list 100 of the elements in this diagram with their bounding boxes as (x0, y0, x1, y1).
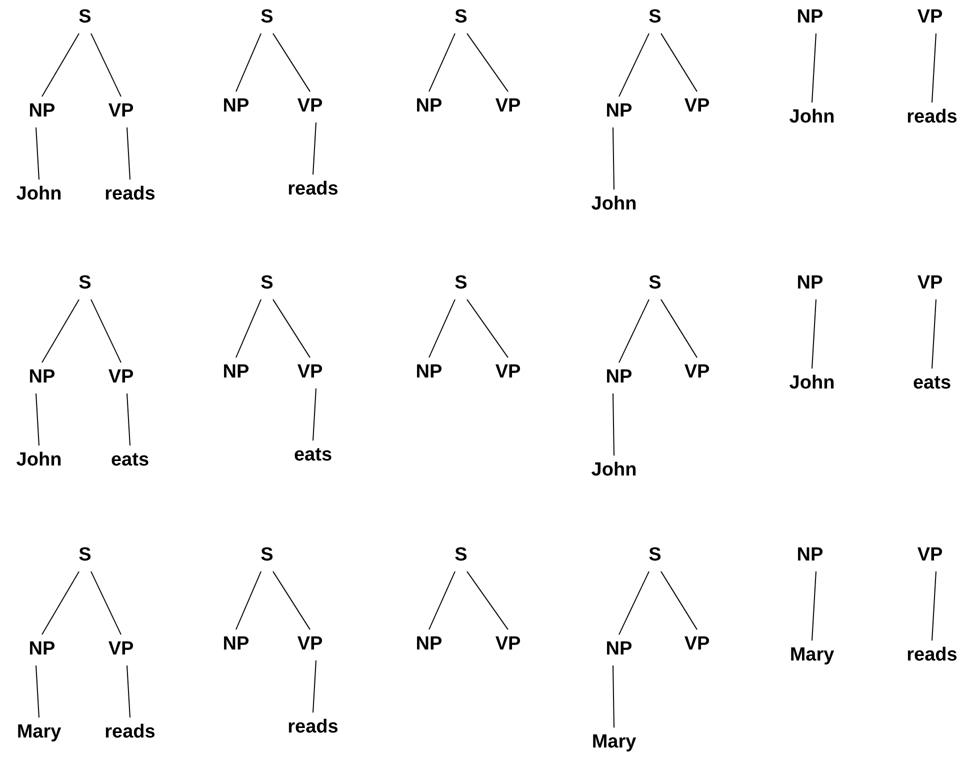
tree-node-label: reads (104, 184, 156, 206)
tree-branch-line (466, 32, 508, 92)
tree-node-label: John (789, 108, 835, 128)
tree-branch-line (618, 298, 650, 364)
tree-node-label: S (454, 546, 468, 566)
tree-branch-line (612, 392, 614, 456)
tree-node-label: VP (684, 96, 710, 118)
tree-node-label: eats (294, 446, 332, 466)
tree-branch-line (312, 122, 316, 176)
tree-node-label: VP (297, 634, 323, 656)
tree-branch-line (428, 570, 456, 630)
tree-branch-line (272, 32, 310, 92)
tree-node-label: NP (28, 368, 56, 388)
tree-node-label: VP (108, 102, 134, 122)
tree-node-label: reads (288, 180, 338, 200)
tree-node-label: NP (222, 96, 250, 118)
tree-node-label: VP (495, 634, 521, 656)
tree-branch-line (612, 664, 614, 728)
tree-branch-line (812, 32, 816, 104)
tree-branch-line (932, 32, 936, 104)
tree-branch-line (272, 298, 310, 358)
tree-branch-line (236, 32, 262, 92)
tree-branch-line (660, 32, 698, 92)
tree-node-label: S (78, 274, 92, 294)
tree-node-label: John (16, 184, 62, 206)
tree-node-label: S (260, 8, 274, 28)
tree-node-label: VP (917, 8, 943, 28)
tree-branch-line (428, 298, 456, 358)
tree-branch-line (612, 126, 614, 190)
tree-node-label: VP (297, 362, 323, 384)
tree-node-label: VP (917, 274, 943, 294)
tree-branch-line (618, 32, 650, 98)
tree-branch-line (272, 570, 310, 630)
tree-branch-line (90, 570, 122, 636)
tree-node-label: NP (28, 102, 56, 122)
tree-node-label: John (591, 460, 637, 482)
tree-branch-line (932, 298, 936, 370)
tree-node-label: S (454, 8, 468, 28)
tree-branch-line (312, 660, 316, 714)
tree-branch-line (236, 298, 262, 358)
tree-branch-line (660, 298, 698, 358)
tree-node-label: NP (796, 8, 824, 28)
tree-branch-line (932, 570, 936, 642)
tree-branch-line (90, 32, 122, 98)
tree-node-label: John (591, 194, 637, 216)
tree-node-label: Mary (16, 722, 62, 744)
tree-node-label: VP (917, 546, 943, 566)
tree-branch-line (126, 392, 130, 446)
tree-node-label: NP (796, 274, 824, 294)
tree-branch-line (466, 298, 508, 358)
tree-node-label: eats (912, 374, 952, 394)
tree-branch-line (236, 570, 262, 630)
tree-node-label: VP (495, 96, 521, 118)
tree-branch-line (812, 298, 816, 370)
tree-node-label: reads (906, 646, 958, 666)
tree-node-label: S (78, 546, 92, 566)
tree-node-label: NP (606, 368, 632, 388)
tree-branch-line (42, 298, 80, 364)
tree-node-label: S (648, 274, 662, 294)
tree-node-label: reads (906, 108, 958, 128)
tree-branch-line (42, 570, 80, 636)
tree-branch-line (126, 126, 130, 180)
tree-node-label: reads (288, 718, 338, 738)
tree-node-label: VP (684, 362, 710, 384)
tree-branch-line (428, 32, 456, 92)
tree-branch-line (126, 664, 130, 718)
tree-branch-line (812, 570, 816, 642)
tree-branch-line (36, 664, 40, 718)
tree-node-label: VP (297, 96, 323, 118)
tree-node-label: NP (796, 546, 824, 566)
tree-branch-line (312, 388, 316, 442)
tree-node-label: S (648, 546, 662, 566)
tree-node-label: NP (606, 102, 632, 122)
tree-node-label: S (648, 8, 662, 28)
tree-node-label: NP (416, 362, 442, 384)
tree-node-label: eats (110, 450, 150, 472)
tree-node-label: reads (104, 722, 156, 744)
tree-node-label: VP (108, 640, 134, 660)
tree-node-label: NP (222, 362, 250, 384)
tree-node-label: Mary (790, 646, 834, 666)
tree-node-label: Mary (592, 732, 636, 754)
tree-node-label: S (260, 546, 274, 566)
tree-node-label: John (789, 374, 835, 394)
tree-node-label: NP (416, 96, 442, 118)
tree-branch-line (90, 298, 122, 364)
tree-node-label: VP (684, 634, 710, 656)
tree-node-label: S (78, 8, 92, 28)
tree-branch-line (618, 570, 650, 636)
tree-branch-line (36, 126, 40, 180)
tree-node-label: John (16, 450, 62, 472)
tree-branch-line (36, 392, 40, 446)
tree-branch-line (466, 570, 508, 630)
tree-branch-line (660, 570, 698, 630)
tree-node-label: NP (416, 634, 442, 656)
tree-node-label: VP (108, 368, 134, 388)
tree-branch-line (42, 32, 80, 98)
tree-node-label: NP (606, 640, 632, 660)
tree-node-label: NP (222, 634, 250, 656)
tree-node-label: S (260, 274, 274, 294)
tree-node-label: VP (495, 362, 521, 384)
